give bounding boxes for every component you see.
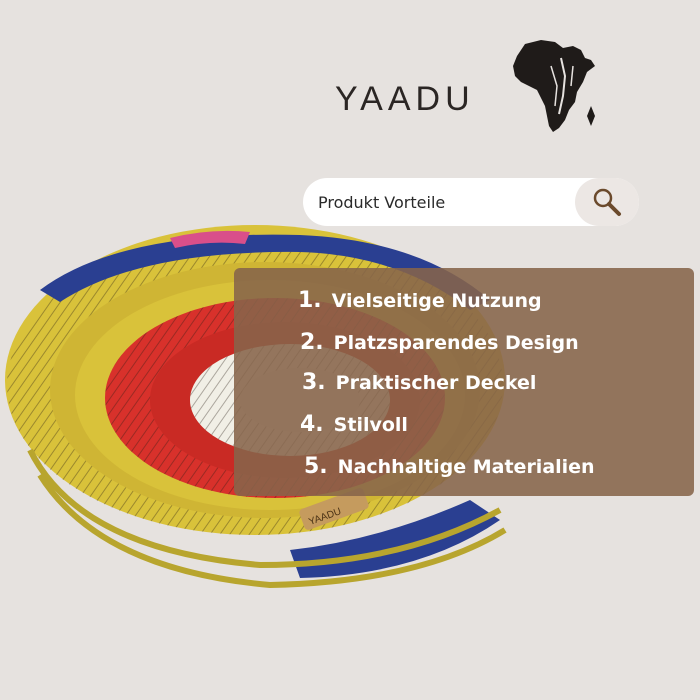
benefit-number: 5. (304, 454, 328, 479)
search-bar (303, 178, 639, 226)
brand-logo: YAADU (335, 36, 595, 136)
benefit-label: Platzsparendes Design (333, 332, 579, 354)
benefit-item: 2. Platzsparendes Design (300, 330, 579, 355)
benefit-item: 4. Stilvoll (300, 412, 408, 437)
benefit-number: 3. (302, 370, 326, 395)
africa-continent-icon (513, 40, 595, 132)
search-button[interactable] (575, 178, 639, 226)
benefit-label: Praktischer Deckel (335, 372, 537, 394)
benefit-item: 5. Nachhaltige Materialien (304, 454, 595, 479)
search-icon (593, 188, 621, 216)
benefits-panel: 1. Vielseitige Nutzung 2. Platzsparendes… (234, 268, 694, 496)
brand-name: YAADU (335, 80, 475, 118)
benefit-number: 1. (298, 288, 322, 313)
benefit-item: 3. Praktischer Deckel (302, 370, 536, 395)
benefit-item: 1. Vielseitige Nutzung (298, 288, 542, 313)
benefit-label: Stilvoll (333, 414, 408, 436)
benefit-number: 4. (300, 412, 324, 437)
benefit-number: 2. (300, 330, 324, 355)
benefit-label: Nachhaltige Materialien (337, 456, 595, 478)
search-input[interactable] (318, 190, 568, 214)
benefit-label: Vielseitige Nutzung (331, 290, 542, 312)
